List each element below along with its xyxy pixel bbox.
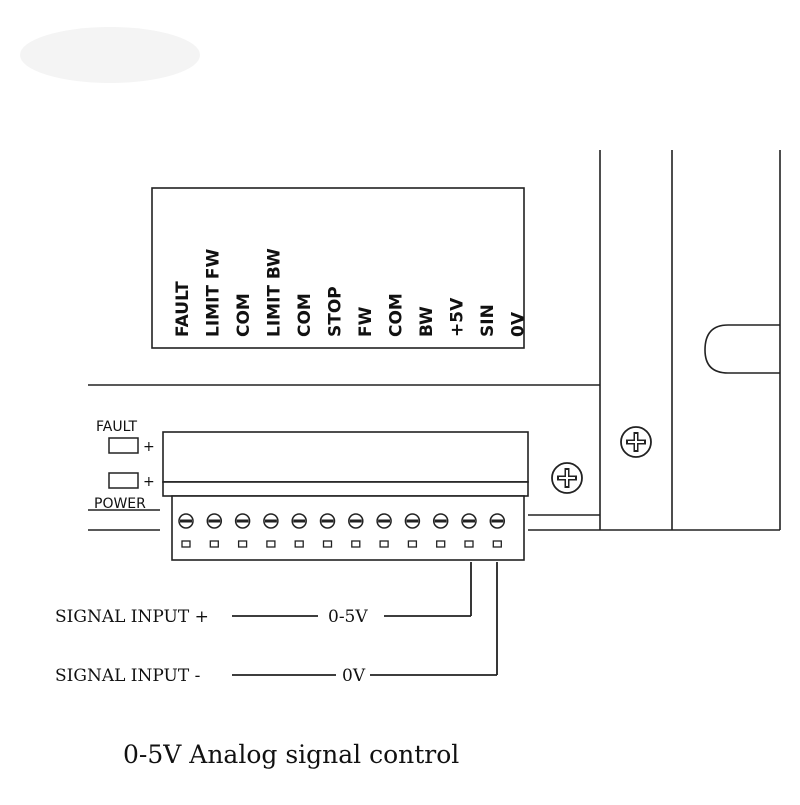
fault-indicator-label: FAULT (96, 419, 137, 435)
terminal-screw (206, 513, 223, 548)
terminal-screw (178, 513, 194, 548)
terminal-label-group: FAULT LIMIT FW COM LIMIT BW COM STOP FW COM BW +5… (173, 248, 529, 337)
terminal-label: FAULT (173, 281, 193, 337)
label-panel (151, 187, 525, 349)
terminal-screw (291, 513, 307, 548)
terminal-screw (348, 513, 364, 548)
terminal-screw-row (178, 513, 506, 548)
terminal-screw (489, 513, 506, 548)
diagram-caption: 0-5V Analog signal control (123, 740, 459, 769)
terminal-screw (234, 513, 251, 548)
signal-input-plus-label: SIGNAL INPUT + (55, 607, 209, 627)
mounting-screw-right (620, 426, 652, 458)
terminal-screw (461, 513, 477, 548)
background-smudge (20, 27, 200, 83)
terminal-label: LIMIT BW (265, 248, 285, 337)
terminal-screw (263, 513, 279, 548)
power-indicator-label: POWER (94, 496, 146, 512)
mounting-screw-left (551, 462, 583, 494)
terminal-label: COM (387, 293, 407, 337)
terminal-screw (404, 513, 421, 548)
signal-input-minus-label: SIGNAL INPUT - (55, 666, 200, 686)
terminal-label: STOP (326, 286, 346, 337)
terminal-label: FW (356, 306, 376, 337)
terminal-label: LIMIT FW (204, 248, 224, 337)
terminal-label: SIN (478, 304, 498, 337)
terminal-label: 0V (509, 311, 529, 337)
signal-minus-wire-label: 0V (342, 666, 366, 686)
terminal-screw (376, 513, 392, 548)
terminal-block-housing (162, 431, 529, 483)
mounting-notch (704, 324, 780, 374)
terminal-screw (319, 513, 336, 548)
signal-plus-wire-label: 0-5V (328, 607, 368, 627)
power-led-polarity: + (143, 474, 155, 490)
fault-led-indicator (108, 437, 139, 454)
terminal-block-lip (162, 481, 529, 497)
fault-led-polarity: + (143, 439, 155, 455)
terminal-label: BW (417, 306, 437, 337)
power-led-indicator (108, 472, 139, 489)
terminal-block-base (171, 495, 525, 561)
terminal-screw (432, 513, 449, 548)
terminal-label: COM (234, 293, 254, 337)
terminal-label: +5V (448, 297, 468, 337)
terminal-label: COM (295, 293, 315, 337)
